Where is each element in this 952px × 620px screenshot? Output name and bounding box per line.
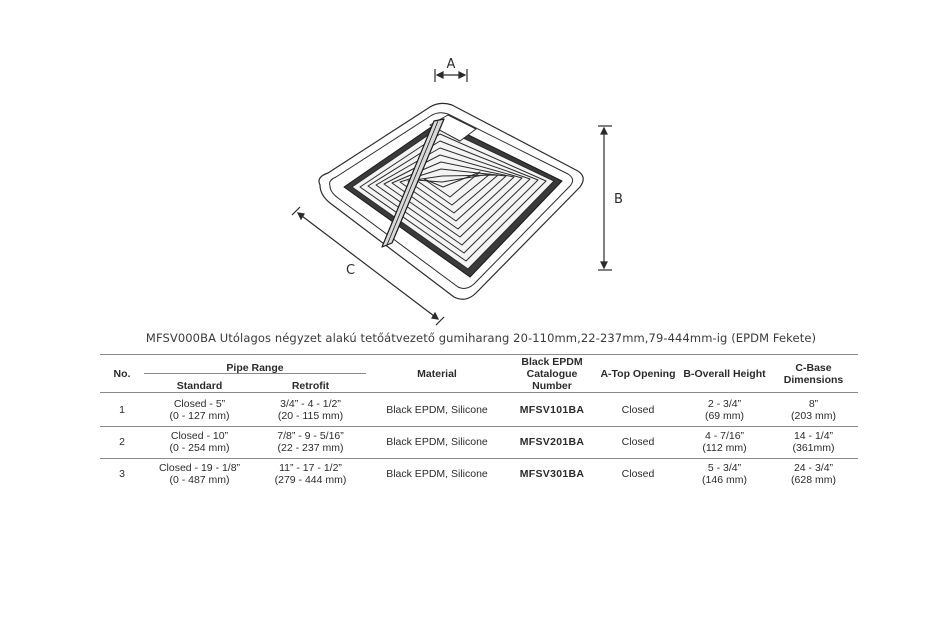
dimension-a-label: A	[447, 57, 456, 72]
specification-table: No. Pipe Range Material Black EPDM Catal…	[100, 354, 858, 490]
product-caption: MFSV000BA Utólagos négyzet alakú tetőátv…	[145, 331, 817, 345]
header-c-base-dimensions: C-Base Dimensions	[783, 362, 844, 386]
header-retrofit: Retrofit	[291, 379, 330, 392]
cell-catalogue-number: MFSV201BA	[508, 425, 596, 458]
cell-catalogue-number: MFSV101BA	[519, 403, 585, 416]
pipe-range-divider	[144, 373, 366, 374]
header-pipe-range: Pipe Range	[226, 362, 284, 374]
header-material: Material	[417, 368, 457, 380]
cell-no: 3	[100, 457, 144, 490]
product-drawing: A B C	[291, 57, 623, 326]
table-row: 1 Closed - 5”(0 - 127 mm) 3/4” - 4 - 1/2…	[100, 394, 858, 426]
base-flange-inner	[329, 112, 574, 289]
table-header-rule	[100, 392, 858, 393]
cell-standard: Closed - 5”(0 - 127 mm)	[169, 397, 230, 422]
cell-b-overall-height: 4 - 7/16”(112 mm)	[680, 425, 769, 458]
cell-no: 2	[100, 425, 144, 458]
cell-retrofit: 11” - 17 - 1/2”(279 - 444 mm)	[255, 457, 366, 490]
cell-material: Black EPDM, Silicone	[386, 403, 488, 416]
table-row: 3 Closed - 19 - 1/8”(0 - 487 mm) 11” - 1…	[100, 457, 858, 490]
dimension-b-label: B	[614, 192, 623, 207]
header-a-top-opening: A-Top Opening	[600, 368, 676, 380]
header-standard: Standard	[176, 379, 223, 392]
cell-material: Black EPDM, Silicone	[366, 425, 508, 458]
cell-c-base-dimensions: 24 - 3/4”(628 mm)	[769, 457, 858, 490]
header-catalogue-number: Black EPDM Catalogue Number	[521, 356, 583, 392]
table-top-rule	[100, 354, 858, 355]
cell-a-top-opening: Closed	[596, 425, 680, 458]
cell-b-overall-height: 5 - 3/4”(146 mm)	[680, 457, 769, 490]
cell-standard: Closed - 19 - 1/8”(0 - 487 mm)	[144, 457, 255, 490]
cell-a-top-opening: Closed	[621, 403, 655, 416]
cell-no: 1	[119, 403, 125, 416]
cell-c-base-dimensions: 14 - 1/4”(361mm)	[769, 425, 858, 458]
cell-material: Black EPDM, Silicone	[366, 457, 508, 490]
cell-standard: Closed - 10”(0 - 254 mm)	[144, 425, 255, 458]
cell-retrofit: 7/8” - 9 - 5/16”(22 - 237 mm)	[255, 425, 366, 458]
cell-a-top-opening: Closed	[596, 457, 680, 490]
table-row: 2 Closed - 10”(0 - 254 mm) 7/8” - 9 - 5/…	[100, 425, 858, 458]
cell-b-overall-height: 2 - 3/4”(69 mm)	[704, 397, 745, 422]
cell-catalogue-number: MFSV301BA	[508, 457, 596, 490]
cell-c-base-dimensions: 8”(203 mm)	[791, 397, 836, 422]
header-b-overall-height: B-Overall Height	[683, 368, 766, 380]
dimension-c-label: C	[346, 263, 355, 278]
retrofit-seam	[381, 118, 445, 248]
header-no: No.	[113, 368, 131, 380]
cell-retrofit: 3/4” - 4 - 1/2”(20 - 115 mm)	[277, 397, 344, 422]
